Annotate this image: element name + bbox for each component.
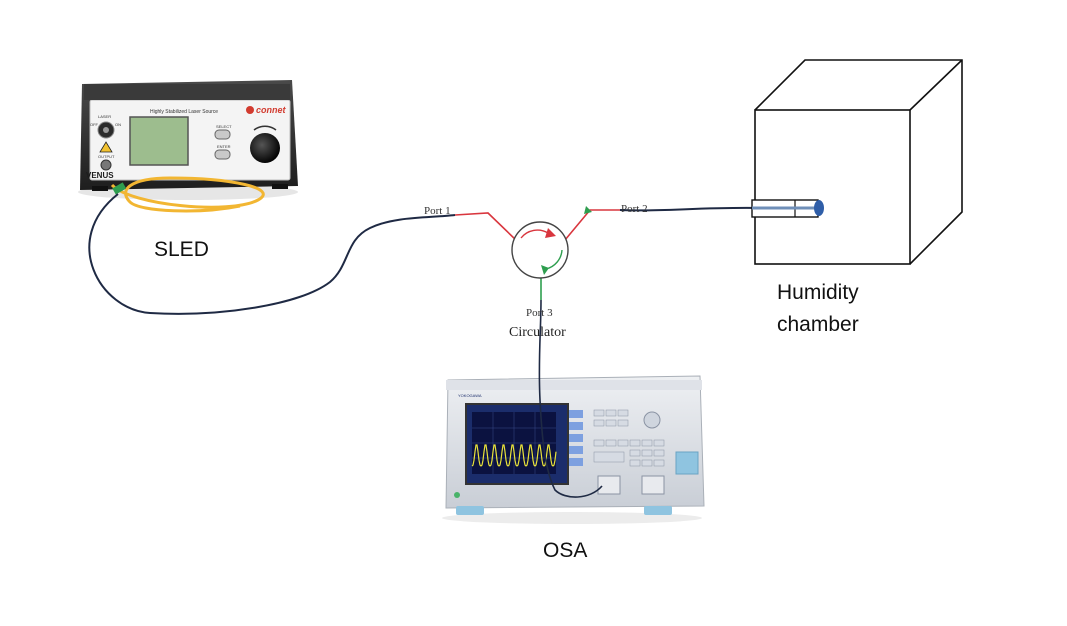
port2-fiber [564,209,620,241]
humidity-chamber-label-line2: chamber [777,313,859,336]
osa-spectrum-trace [471,444,557,467]
port1-label: Port 1 [424,205,451,217]
sled-knob-icon [250,133,280,163]
chamber-front-face [754,109,911,265]
laser-label: LASER [98,114,111,119]
humidity-chamber [751,59,963,265]
osa-label: OSA [543,539,588,562]
osa-power-button-icon [454,492,460,498]
fiber-connector-icon [112,182,127,195]
osa-keypad [593,409,665,467]
select-button-icon [214,129,231,140]
laser-warning-icon [99,141,113,153]
off-label: OFF [90,122,99,127]
fiber-port2-to-chamber [619,206,761,212]
osa-device: YOKOGAWA [442,375,705,524]
sensor-tip-icon [814,200,824,216]
fiber-port3-to-osa [538,299,603,498]
sled-label: SLED [154,238,209,261]
port1-fiber [454,212,519,243]
osa-dial-icon [643,411,661,429]
osa-foot [456,506,484,515]
port2-label: Port 2 [621,203,648,215]
osa-foot [644,506,672,515]
sled-brand: connet [256,105,287,115]
circulator-label: Circulator [509,325,566,340]
humidity-chamber-label-line1: Humidity [777,281,859,304]
sled-model: VENUS [86,171,114,180]
osa-handle [675,451,699,475]
sled-panel-title: Highly Stabilized Laser Source [150,109,218,115]
sled-display [129,116,189,166]
fiber-sled-to-port1 [88,193,456,315]
output-label: OUTPUT [98,154,115,159]
port3-label: Port 3 [526,307,553,319]
enter-button-icon [214,149,231,160]
output-connector-icon [100,159,112,171]
osa-output-port [641,475,665,495]
select-label: SELECT [216,124,232,129]
osa-brand: YOKOGAWA [458,393,482,398]
enter-label: ENTER [217,144,231,149]
yellow-patch-cord [110,176,265,213]
on-label: ON [115,122,121,127]
sled-device: Highly Stabilized Laser Source connet LA… [78,80,298,200]
osa-input-port [597,475,621,495]
connet-logo-icon [246,106,254,114]
